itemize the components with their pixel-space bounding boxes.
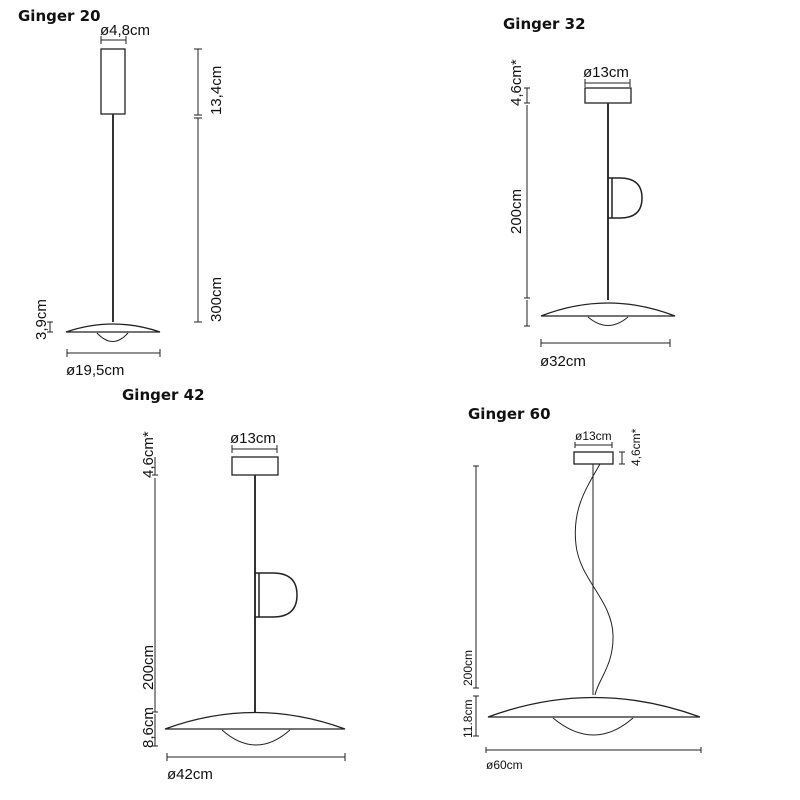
canopy-diameter-dimension: [100, 36, 127, 44]
ginger-20-drawing: Ginger 20 ø4,8cm 13,4cm 300cm 3,9cm ø19,…: [18, 7, 225, 379]
shade-diameter-label: ø19,5cm: [66, 362, 124, 379]
height-dimension: [473, 465, 479, 737]
handle-loop: [255, 572, 298, 618]
canopy-height-label: 4,6cm*: [140, 431, 157, 478]
shade-diameter-label: ø42cm: [167, 766, 213, 783]
canopy: [100, 48, 126, 115]
canopy: [584, 87, 632, 104]
canopy: [573, 451, 614, 465]
shade-diameter-dimension: [66, 349, 161, 357]
shade: [65, 323, 161, 333]
canopy-diameter-dimension: [584, 79, 631, 87]
height-dimension: [194, 48, 202, 323]
model-title: Ginger 60: [468, 405, 551, 423]
power-cable: [574, 463, 614, 696]
canopy-diameter-dimension: [574, 442, 613, 448]
height-dimension-canopy: [619, 451, 625, 465]
canopy-diameter-label: ø13cm: [230, 430, 276, 447]
canopy-diameter-label: ø13cm: [575, 429, 612, 443]
canopy-height-label: 13,4cm: [208, 66, 225, 115]
model-title: Ginger 42: [122, 386, 205, 404]
shade-diameter-dimension: [540, 339, 671, 347]
shade-diameter-label: ø60cm: [486, 758, 523, 772]
height-dimension: [524, 87, 530, 327]
cable-length-label: 200cm: [461, 650, 475, 686]
shade-height-label: 3,9cm: [33, 299, 50, 340]
canopy-height-label: 4,6cm*: [629, 428, 643, 466]
diffuser-dome: [221, 729, 291, 746]
canopy-height-label: 4,6cm*: [508, 59, 525, 106]
cable-length-label: 300cm: [208, 277, 225, 322]
canopy-diameter-label: ø4,8cm: [100, 22, 150, 39]
shade-height-label: 8,6cm: [140, 707, 157, 748]
shade: [540, 302, 676, 317]
model-title: Ginger 32: [503, 15, 586, 33]
shade-height-label: 11.8cm: [461, 700, 475, 738]
diffuser-dome: [552, 717, 634, 736]
shade: [487, 696, 701, 718]
shade-diameter-dimension: [485, 747, 702, 753]
cable-length-label: 200cm: [140, 645, 157, 690]
canopy-diameter-label: ø13cm: [583, 64, 629, 81]
shade-height-dimension: [47, 321, 53, 333]
height-dimension: [152, 457, 158, 747]
model-title: Ginger 20: [18, 7, 101, 25]
handle-loop: [608, 177, 643, 219]
shade-diameter-label: ø32cm: [540, 353, 586, 370]
diffuser-dome: [587, 316, 629, 326]
ginger-42-drawing: Ginger 42 ø13cm 4,6cm* 200cm 8,6cm ø42cm: [122, 386, 346, 783]
shade-diameter-dimension: [166, 753, 346, 761]
canopy-diameter-dimension: [231, 445, 278, 453]
ginger-60-drawing: Ginger 60 ø13cm 4,6cm* 200cm 11.8cm ø60c…: [461, 405, 702, 772]
diffuser-dome: [96, 332, 129, 342]
cable-length-label: 200cm: [508, 189, 525, 234]
shade: [164, 711, 346, 730]
canopy: [231, 456, 279, 476]
ginger-32-drawing: Ginger 32 ø13cm 4,6cm* 200cm ø32cm: [503, 15, 676, 370]
